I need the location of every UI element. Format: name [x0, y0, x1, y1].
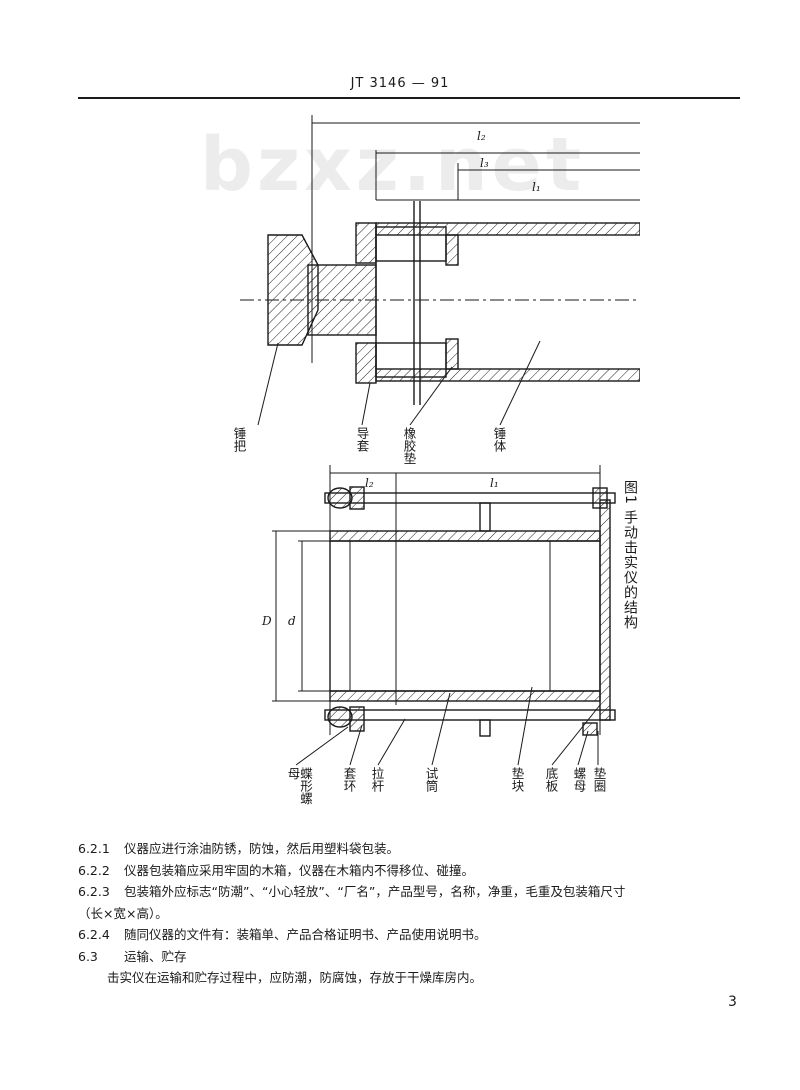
- clause-6-2-4: 6.2.4 随同仪器的文件有：装箱单、产品合格证明书、产品使用说明书。: [78, 924, 742, 946]
- label-guide-sleeve: 导套: [354, 427, 370, 452]
- clause-text: 仪器应进行涂油防锈，防蚀，然后用塑料袋包装。: [124, 841, 400, 856]
- label-rubber-pad: 橡胶垫: [401, 427, 417, 465]
- figure-caption: 图1 手动击实仪的结构: [622, 480, 638, 631]
- clause-text: 包装箱外应标志“防潮”、“小心轻放”、“厂名”，产品型号，名称，净重，毛重及包装…: [124, 884, 626, 899]
- label-washer: 垫圈: [591, 767, 607, 792]
- label-base-plate: 底板: [543, 767, 559, 792]
- header-rule: [78, 97, 740, 99]
- label-test-cylinder: 试筒: [423, 767, 439, 792]
- clause-number: 6.2.1: [78, 841, 110, 856]
- label-collar: 套环: [341, 767, 357, 792]
- clause-6-2-2: 6.2.2 仪器包装箱应采用牢固的木箱，仪器在木箱内不得移位、碰撞。: [78, 860, 742, 882]
- label-tie-rod: 拉杆: [369, 767, 385, 792]
- page-number: 3: [728, 994, 737, 1010]
- clause-text: 随同仪器的文件有：装箱单、产品合格证明书、产品使用说明书。: [124, 927, 487, 942]
- dim-label-top-1: l₂: [477, 129, 486, 143]
- label-nut: 螺母: [571, 767, 587, 792]
- standard-code: JT 3146 — 91: [350, 76, 450, 91]
- dim-label-bottom-2: l₁: [490, 476, 499, 490]
- clause-6-2-3-continued: （长×宽×高）。: [78, 903, 742, 925]
- clause-6-2-3: 6.2.3 包装箱外应标志“防潮”、“小心轻放”、“厂名”，产品型号，名称，净重，…: [78, 881, 742, 903]
- page-header: JT 3146 — 91: [0, 76, 800, 91]
- clause-number: 6.2.2: [78, 862, 110, 878]
- dim-label-diameter-inner: d: [288, 614, 296, 628]
- dim-label-diameter-outer: D: [261, 614, 272, 628]
- body-text: 6.2.1 仪器应进行涂油防锈，防蚀，然后用塑料袋包装。 6.2.2 仪器包装箱应采…: [78, 838, 742, 989]
- compactor-structure-drawing: l₂ l₃ l₁ l₂ l₁ D d: [240, 115, 641, 766]
- clause-6-2-1: 6.2.1 仪器应进行涂油防锈，防蚀，然后用塑料袋包装。: [78, 838, 742, 860]
- label-hammer-handle: 锤把: [231, 427, 247, 452]
- clause-number: 6.2.3: [78, 884, 110, 899]
- clause-text: 击实仪在运输和贮存过程中，应防潮，防腐蚀，存放于干燥库房内。: [107, 970, 483, 985]
- clause-text: （长×宽×高）。: [78, 905, 168, 921]
- clause-text: 仪器包装箱应采用牢固的木箱，仪器在木箱内不得移位、碰撞。: [124, 862, 475, 878]
- label-spacer-block: 垫块: [509, 767, 525, 792]
- label-wing-nut: 蝶形螺母: [285, 767, 314, 805]
- clause-number: 6.3: [78, 948, 98, 964]
- clause-text: 运输、贮存: [124, 948, 187, 964]
- dim-label-top-3: l₁: [532, 180, 541, 194]
- dim-label-bottom-1: l₂: [365, 476, 374, 490]
- clause-number: 6.2.4: [78, 927, 110, 942]
- watermark: bzxz.net: [200, 122, 586, 208]
- figure-1-drawing: l₂ l₃ l₁ l₂ l₁ D d 锤把 导套 橡胶垫 锤体 蝶形螺母 套环 …: [200, 105, 641, 815]
- dim-label-top-2: l₃: [480, 156, 489, 170]
- clause-6-3-heading: 6.3 运输、贮存: [78, 946, 742, 968]
- clause-6-3-body: 击实仪在运输和贮存过程中，应防潮，防腐蚀，存放于干燥库房内。: [78, 967, 742, 989]
- label-hammer-body: 锤体: [491, 427, 507, 452]
